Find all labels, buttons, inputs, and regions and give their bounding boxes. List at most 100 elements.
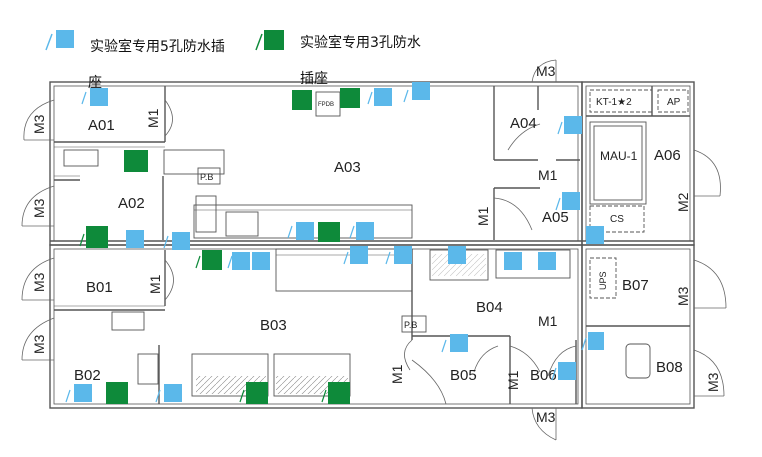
legend-five-hole-label-cont: 座 — [88, 75, 102, 91]
room-a04: A04 — [510, 115, 537, 132]
pb-b02 — [137, 353, 159, 385]
walls — [49, 81, 695, 409]
hood-b03-1 — [191, 353, 269, 397]
socket-5hole — [403, 82, 430, 103]
socket-5hole — [586, 226, 604, 244]
room-b03: B03 — [260, 317, 287, 334]
door-swings — [21, 59, 727, 441]
five-hole-sockets — [65, 82, 604, 403]
room-b01: B01 — [86, 279, 113, 296]
room-a05: A05 — [542, 209, 569, 226]
door-m3-a02: M3 — [31, 198, 47, 218]
door-m1-b03: M1 — [389, 364, 405, 384]
socket-5hole — [551, 362, 576, 381]
socket-5hole — [557, 116, 582, 135]
socket-3hole — [239, 382, 268, 404]
pb-a02 — [195, 195, 217, 233]
socket-5hole — [555, 192, 580, 211]
socket-5hole — [287, 222, 314, 240]
socket-5hole — [441, 334, 468, 353]
hood-b04-2 — [495, 249, 571, 279]
socket-5hole — [349, 222, 374, 240]
socket-3hole — [321, 382, 350, 404]
room-b05: B05 — [450, 367, 477, 384]
ap-unit — [657, 89, 689, 113]
cs-label: CS — [610, 214, 624, 225]
socket-5hole — [227, 252, 250, 270]
socket-3hole — [292, 90, 312, 110]
legend-five-hole-label: 实验室专用5孔防水插 — [90, 39, 225, 55]
room-b06: B06 — [530, 367, 557, 384]
equipment-labels: KT-1★2 AP MAU-1 CS FPDB P.B P.B UPS — [200, 97, 681, 330]
pb-b03 — [401, 315, 427, 333]
socket-5hole — [252, 252, 270, 270]
socket-5hole — [581, 332, 604, 351]
legend-five-hole-marker — [45, 30, 74, 51]
room-a02: A02 — [118, 195, 145, 212]
socket-5hole — [155, 384, 182, 403]
socket-5hole — [81, 88, 108, 106]
door-m1-b01: M1 — [147, 274, 163, 294]
door-m1-b06: M1 — [505, 370, 521, 390]
socket-3hole — [79, 226, 108, 248]
door-m3-b08: M3 — [705, 372, 721, 392]
ups-unit — [589, 257, 617, 299]
door-m1-a01: M1 — [145, 108, 161, 128]
socket-5hole — [126, 230, 144, 248]
room-labels: A01 A02 A03 A04 A05 A06 B01 B02 B03 B04 … — [74, 115, 683, 384]
ups-label: UPS — [598, 271, 608, 290]
door-m3-bottom: M3 — [536, 409, 556, 425]
mau-label: MAU-1 — [600, 149, 638, 163]
hatching — [196, 254, 486, 394]
legend — [45, 30, 284, 51]
socket-5hole — [448, 246, 466, 264]
door-m3-a01: M3 — [31, 114, 47, 134]
room-b04: B04 — [476, 299, 503, 316]
legend-three-hole-label: 实验室专用3孔防水 — [300, 35, 421, 51]
sink-a02 — [63, 149, 99, 167]
socket-3hole — [340, 88, 360, 108]
door-m1-b04: M1 — [538, 313, 558, 329]
door-m3-b02: M3 — [31, 334, 47, 354]
pb-label-b03: P.B — [404, 320, 417, 330]
chair-b08 — [625, 343, 651, 379]
three-hole-sockets — [79, 88, 360, 404]
bench-b02 — [111, 311, 145, 331]
socket-3hole — [195, 250, 222, 270]
door-m3-top: M3 — [536, 63, 556, 79]
room-a06: A06 — [654, 147, 681, 164]
room-b08: B08 — [656, 359, 683, 376]
door-labels: M3 M1 M3 M3 M1 M1 M2 M3 M1 M3 M1 M1 M1 M… — [31, 63, 721, 425]
door-m1-a03: M1 — [475, 206, 491, 226]
legend-three-hole-label-cont: 插座 — [300, 71, 328, 87]
pb-a03 — [197, 167, 221, 185]
bench-a02 — [163, 149, 225, 175]
kt-unit — [589, 89, 653, 113]
kt-label: KT-1★2 — [596, 97, 632, 108]
cs-unit — [589, 205, 645, 233]
room-b02: B02 — [74, 367, 101, 384]
room-a01: A01 — [88, 117, 115, 134]
hood-b03-2 — [273, 353, 351, 397]
socket-3hole — [106, 382, 128, 404]
room-a03: A03 — [334, 159, 361, 176]
door-m1-a04: M1 — [538, 167, 558, 183]
room-b07: B07 — [622, 277, 649, 294]
socket-5hole — [367, 88, 392, 106]
legend-three-hole-marker — [255, 30, 284, 51]
socket-5hole — [343, 246, 368, 265]
socket-5hole — [504, 252, 522, 270]
socket-5hole — [65, 384, 92, 403]
door-m2-a06: M2 — [675, 192, 691, 212]
mau-unit — [589, 121, 647, 205]
socket-3hole — [124, 150, 148, 172]
sink-a03 — [225, 211, 259, 237]
door-m3-b01: M3 — [31, 272, 47, 292]
socket-5hole — [385, 246, 412, 265]
door-m3-b07: M3 — [675, 286, 691, 306]
ap-label: AP — [667, 97, 681, 108]
socket-3hole — [318, 222, 340, 242]
fpdb-label: FPDB — [318, 102, 334, 108]
pb-label-a02: P.B — [200, 172, 213, 182]
